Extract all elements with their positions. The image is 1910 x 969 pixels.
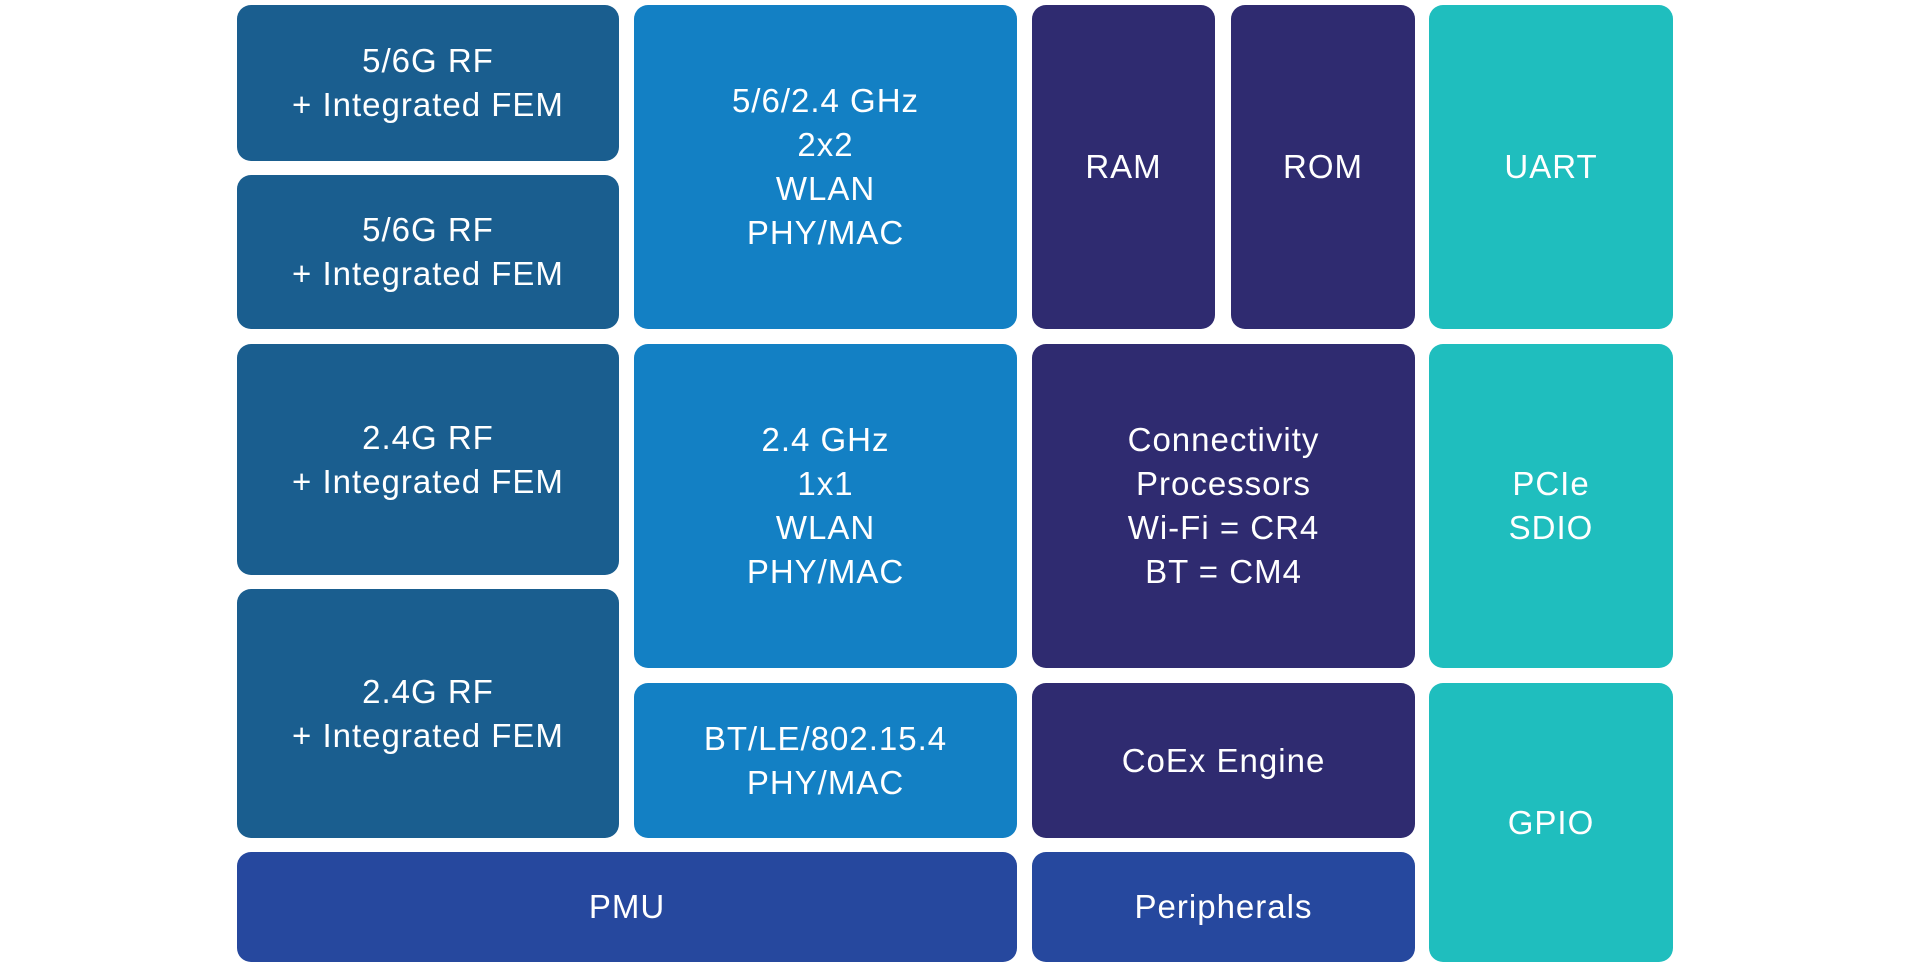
uart-block: UART (1429, 5, 1673, 329)
connectivity-processors-block: Connectivity Processors Wi-Fi = CR4 BT =… (1032, 344, 1415, 668)
wlan-2x2-phy-mac-block: 5/6/2.4 GHz 2x2 WLAN PHY/MAC (634, 5, 1017, 329)
block-label: Peripherals (1134, 888, 1313, 925)
pcie-sdio-block: PCIe SDIO (1429, 344, 1673, 668)
block-label: 2.4G RF + Integrated FEM (292, 418, 564, 500)
block-label: 5/6G RF + Integrated FEM (292, 42, 564, 123)
block-label: PMU (588, 888, 666, 925)
wlan-1x1-phy-mac-block: 2.4 GHz 1x1 WLAN PHY/MAC (634, 344, 1017, 668)
block-label: GPIO (1507, 803, 1595, 841)
block-label: PCIe SDIO (1508, 465, 1594, 546)
rf-5-6g-block-1: 5/6G RF + Integrated FEM (237, 5, 619, 161)
bt-le-phy-mac-block: BT/LE/802.15.4 PHY/MAC (634, 683, 1017, 838)
coex-engine-block: CoEx Engine (1032, 683, 1415, 838)
block-label: 5/6/2.4 GHz 2x2 WLAN PHY/MAC (731, 82, 920, 251)
rf-2-4g-block-1: 2.4G RF + Integrated FEM (237, 344, 619, 575)
rom-block: ROM (1231, 5, 1415, 329)
pmu-block: PMU (237, 852, 1017, 962)
peripherals-block: Peripherals (1032, 852, 1415, 962)
block-label: CoEx Engine (1121, 741, 1326, 779)
block-label: 2.4 GHz 1x1 WLAN PHY/MAC (746, 421, 905, 590)
ram-block: RAM (1032, 5, 1215, 329)
rf-2-4g-block-2: 2.4G RF + Integrated FEM (237, 589, 619, 838)
block-label: UART (1504, 148, 1598, 185)
gpio-block: GPIO (1429, 683, 1673, 962)
block-label: BT/LE/802.15.4 PHY/MAC (703, 719, 948, 801)
block-label: RAM (1085, 148, 1162, 185)
block-label: 2.4G RF + Integrated FEM (292, 672, 564, 754)
block-label: Connectivity Processors Wi-Fi = CR4 BT =… (1127, 421, 1320, 590)
block-label: 5/6G RF + Integrated FEM (292, 211, 564, 292)
rf-5-6g-block-2: 5/6G RF + Integrated FEM (237, 175, 619, 329)
block-label: ROM (1283, 148, 1363, 185)
